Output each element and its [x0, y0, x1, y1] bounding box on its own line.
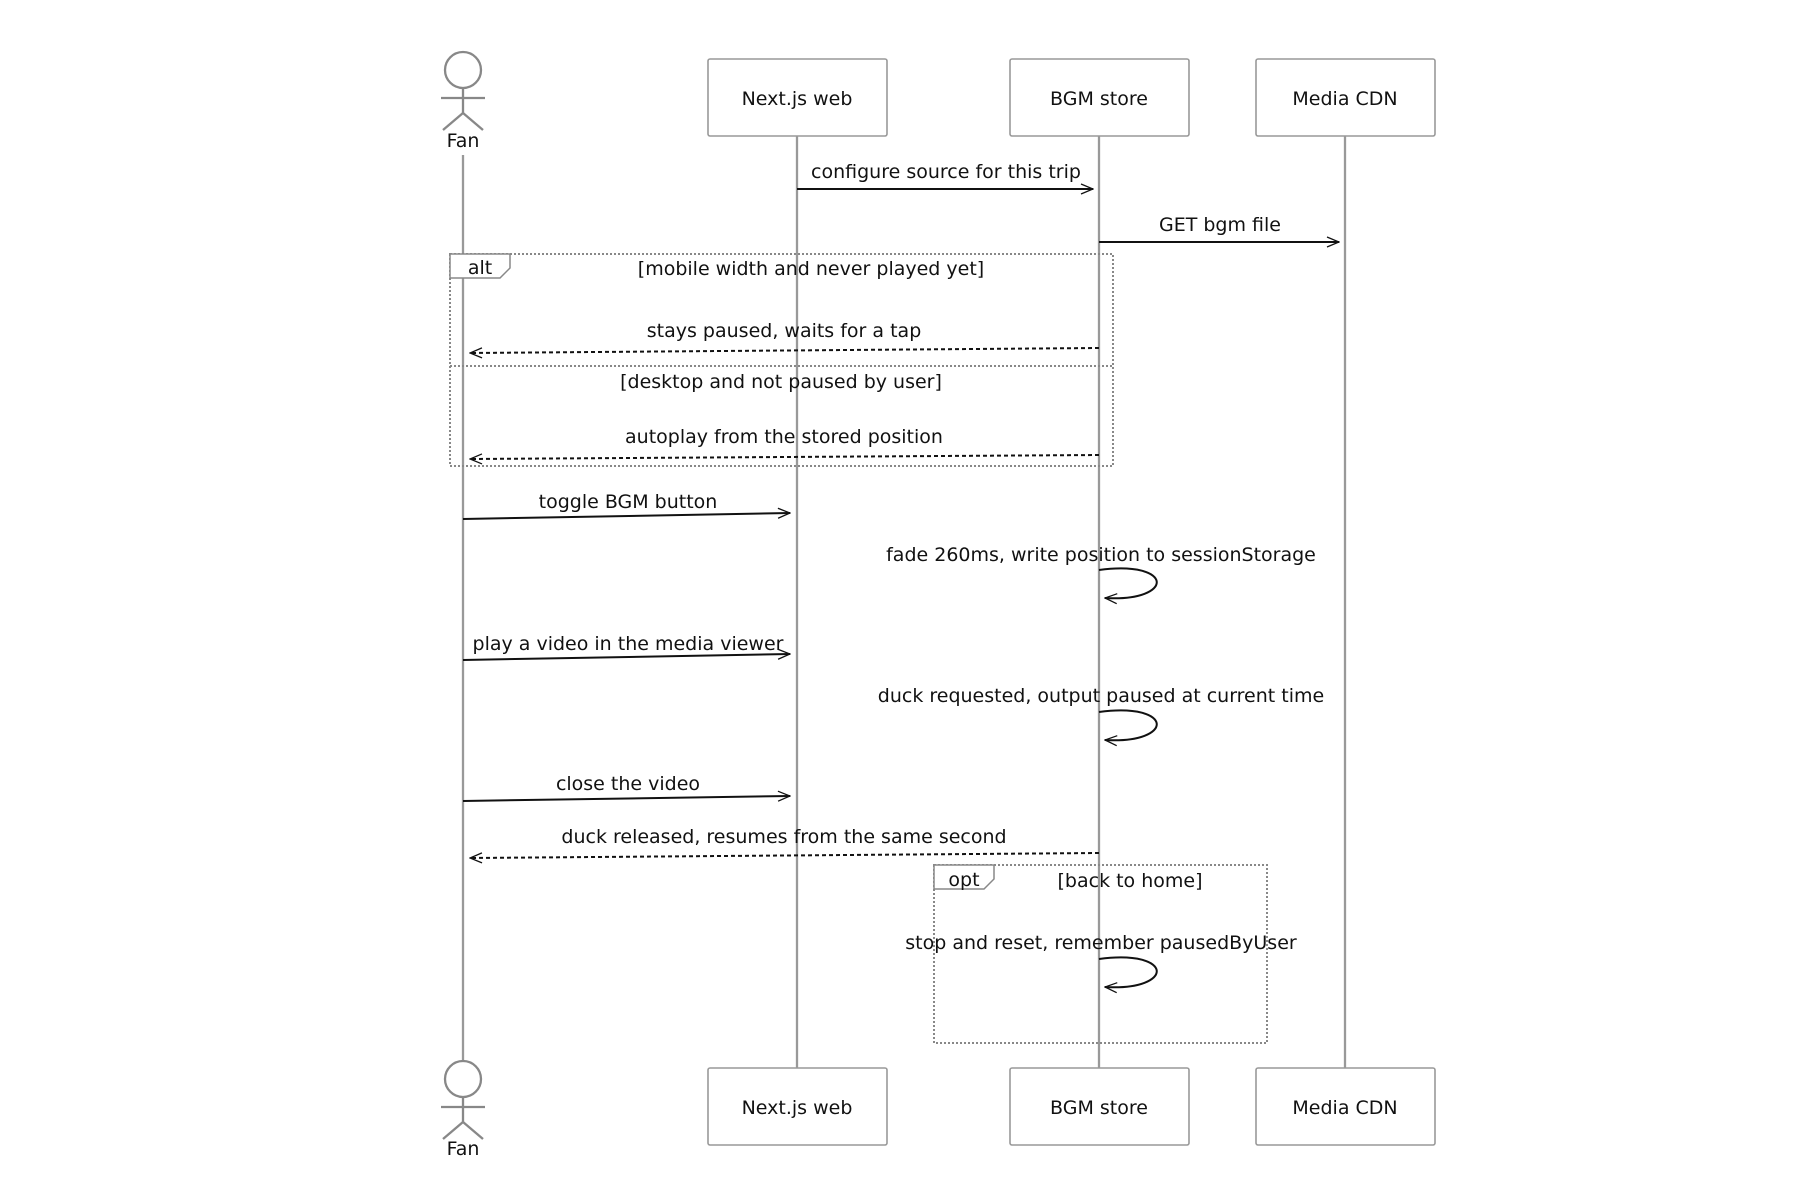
message-label: duck requested, output paused at current… [878, 685, 1324, 707]
message-stop-and-reset: stop and reset, remember pausedByUser [905, 932, 1297, 987]
opt-keyword: opt [948, 869, 979, 891]
message-duck-released: duck released, resumes from the same sec… [470, 826, 1100, 858]
message-autoplay: autoplay from the stored position [470, 426, 1100, 459]
participant-cdn-label: Media CDN [1292, 88, 1397, 110]
message-play-video: play a video in the media viewer [462, 633, 790, 661]
alt-condition-2: [desktop and not paused by user] [620, 371, 942, 393]
message-label: autoplay from the stored position [625, 426, 943, 448]
message-label: GET bgm file [1159, 214, 1281, 236]
participant-store-bottom: BGM store [1009, 1067, 1190, 1146]
participant-cdn-bottom: Media CDN [1255, 1067, 1436, 1146]
opt-fragment: opt [back to home] [933, 864, 1268, 1044]
participant-cdn-top: Media CDN [1255, 58, 1436, 137]
message-label: duck released, resumes from the same sec… [561, 826, 1006, 848]
participant-web-label: Next.js web [742, 88, 853, 110]
message-label: play a video in the media viewer [473, 633, 784, 655]
participant-web-label: Next.js web [742, 1097, 853, 1119]
message-toggle-bgm: toggle BGM button [462, 491, 790, 520]
message-get-bgm-file: GET bgm file [1099, 214, 1339, 242]
message-configure-source: configure source for this trip [797, 161, 1093, 189]
participant-cdn-label: Media CDN [1292, 1097, 1397, 1119]
participant-store-label: BGM store [1050, 1097, 1148, 1119]
participant-store-label: BGM store [1050, 88, 1148, 110]
participant-store-top: BGM store [1009, 58, 1190, 137]
message-fade-write-position: fade 260ms, write position to sessionSto… [886, 544, 1316, 598]
actor-fan-top: Fan [441, 50, 485, 152]
participant-web-bottom: Next.js web [707, 1067, 888, 1146]
message-close-video: close the video [462, 773, 790, 802]
participant-web-top: Next.js web [707, 58, 888, 137]
message-duck-requested: duck requested, output paused at current… [878, 685, 1324, 740]
message-label: stop and reset, remember pausedByUser [905, 932, 1297, 954]
message-label: fade 260ms, write position to sessionSto… [886, 544, 1316, 566]
message-label: close the video [556, 773, 700, 795]
alt-fragment: alt [mobile width and never played yet] … [449, 253, 1114, 467]
message-label: configure source for this trip [811, 161, 1081, 183]
message-stays-paused: stays paused, waits for a tap [470, 320, 1100, 353]
alt-condition-1: [mobile width and never played yet] [638, 258, 984, 280]
actor-fan-label: Fan [447, 130, 480, 152]
message-label: stays paused, waits for a tap [647, 320, 922, 342]
actor-fan-bottom: Fan [441, 1059, 485, 1160]
message-label: toggle BGM button [539, 491, 718, 513]
opt-condition: [back to home] [1058, 870, 1203, 892]
actor-fan-label: Fan [447, 1138, 480, 1160]
alt-keyword: alt [468, 257, 492, 279]
